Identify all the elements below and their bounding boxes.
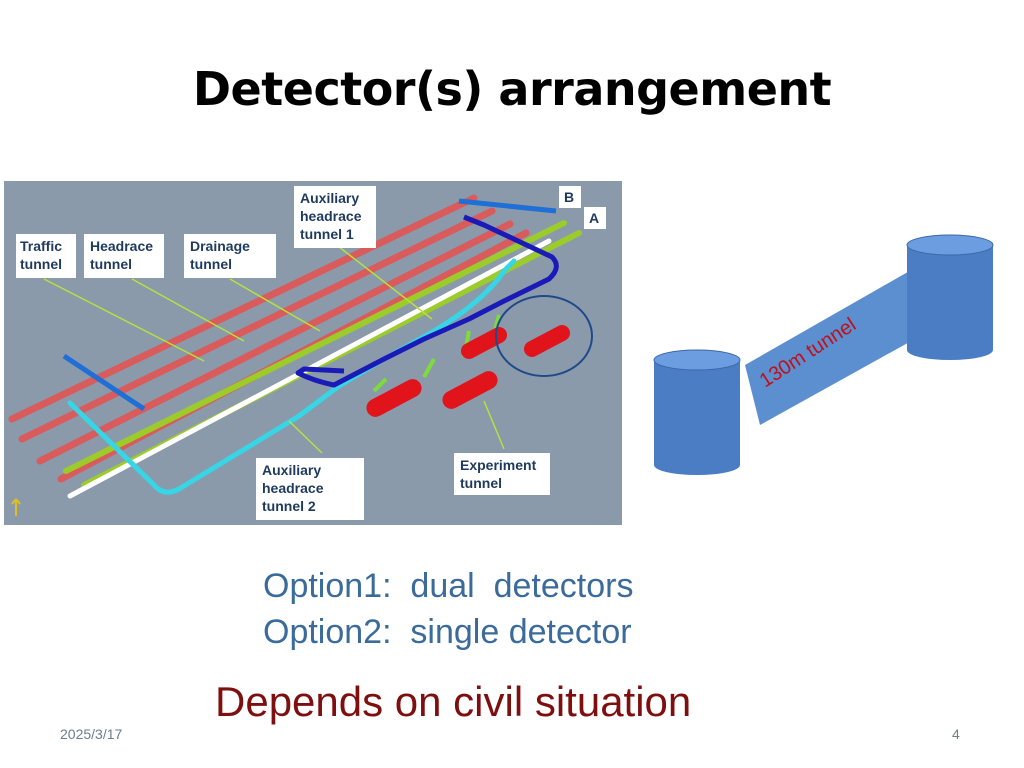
aux-headrace-tunnel-1: [295, 214, 559, 388]
svg-text:tunnel 1: tunnel 1: [300, 226, 354, 242]
label-experiment-tunnel: Experiment tunnel: [454, 453, 550, 495]
leader-lines: [43, 242, 505, 454]
svg-text:headrace: headrace: [262, 480, 324, 496]
svg-text:tunnel: tunnel: [90, 256, 132, 272]
north-arrow-icon: [11, 498, 21, 516]
experiment-area-ellipse: [495, 295, 593, 377]
slide-date: 2025/3/17: [60, 726, 123, 742]
civil-situation-note: Depends on civil situation: [215, 678, 692, 725]
tunnel-layout-diagram: Traffic tunnel Headrace tunnel Drainage …: [4, 181, 622, 525]
cylinder-left: [653, 349, 741, 475]
connecting-tunnel: [745, 265, 940, 425]
label-drainage-tunnel: Drainage tunnel: [184, 234, 276, 278]
label-aux-headrace-tunnel-2: Auxiliary headrace tunnel 2: [256, 458, 364, 520]
label-headrace-tunnel: Headrace tunnel: [84, 234, 164, 278]
svg-text:tunnel: tunnel: [20, 256, 62, 272]
svg-text:A: A: [589, 210, 599, 226]
marker-b: B: [559, 186, 581, 208]
svg-text:tunnel: tunnel: [190, 256, 232, 272]
label-traffic-tunnel: Traffic tunnel: [16, 234, 76, 278]
option-1-text: Option1: dual detectors: [263, 567, 634, 605]
label-aux-headrace-tunnel-1: Auxiliary headrace tunnel 1: [294, 186, 376, 248]
svg-text:tunnel: tunnel: [460, 475, 502, 491]
svg-text:Traffic: Traffic: [20, 238, 62, 254]
svg-text:Experiment: Experiment: [460, 457, 537, 473]
cylinder-right: [906, 234, 994, 360]
svg-text:headrace: headrace: [300, 208, 362, 224]
two-site-tunnel-illustration: 130m tunnel: [653, 234, 994, 475]
svg-text:Auxiliary: Auxiliary: [262, 462, 321, 478]
svg-text:Headrace: Headrace: [90, 238, 153, 254]
marker-a: A: [584, 207, 606, 229]
slide-title: Detector(s) arrangement: [192, 62, 832, 116]
svg-text:B: B: [564, 189, 574, 205]
slide-page-number: 4: [952, 726, 960, 742]
portal-left-line: [62, 353, 146, 412]
options-list: Option1: dual detectors Option2: single …: [263, 563, 633, 655]
svg-text:Auxiliary: Auxiliary: [300, 190, 359, 206]
portal-b-line: [458, 198, 557, 214]
svg-text:tunnel 2: tunnel 2: [262, 498, 316, 514]
svg-text:Drainage: Drainage: [190, 238, 250, 254]
option-2-text: Option2: single detector: [263, 613, 632, 651]
